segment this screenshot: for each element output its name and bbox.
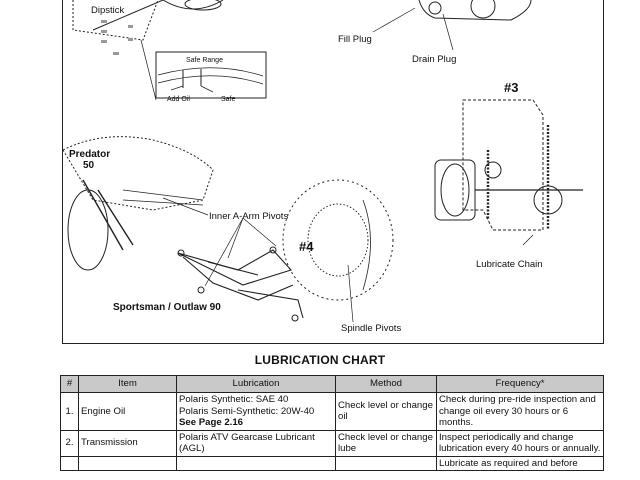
drain-plug-label: Drain Plug [412,54,457,65]
row-item: Engine Oil [78,392,177,431]
predator-label: Predator [69,149,111,160]
header-frequency: Frequency* [436,375,604,393]
page-reference: See Page 2.16 [179,417,244,428]
safe-range-label: Safe Range [186,57,223,64]
add-oil-label: Add Oil [167,96,190,103]
row-lubrication [176,455,336,471]
row-item [78,455,177,471]
header-number: # [60,375,79,393]
lubrication-points-drawing [63,0,583,323]
fill-plug-label: Fill Plug [338,34,372,45]
lubricate-chain-label: Lubricate Chain [476,259,543,270]
callout-4: #4 [299,239,314,254]
predator-number-label: 50 [83,160,95,171]
header-method: Method [335,375,437,393]
header-item: Item [78,375,177,393]
inner-a-arm-pivots-label: Inner A-Arm Pivots [209,211,289,222]
lubrication-table: # Item Lubrication Method Frequency* 1. … [60,375,604,471]
spindle-pivots-label: Spindle Pivots [341,323,402,334]
row-lubrication: Polaris ATV Gearcase Lubricant (AGL) [176,429,336,457]
row-method: Check level or change lube [335,429,437,457]
dipstick-label: Dipstick [91,5,125,16]
sportsman-outlaw-label: Sportsman / Outlaw 90 [113,302,221,313]
row-lubrication: Polaris Synthetic: SAE 40 Polaris Semi-S… [176,392,336,431]
row-frequency: Inspect periodically and change lubricat… [436,429,604,457]
table-row: Lubricate as required and before [60,455,604,471]
header-lubrication: Lubrication [176,375,336,393]
callout-3: #3 [504,80,519,95]
illustration-panel: Dipstick Safe Range Add Oil Safe Fill Pl… [62,0,604,344]
table-row: 1. Engine Oil Polaris Synthetic: SAE 40 … [60,392,604,431]
row-frequency: Check during pre-ride inspection and cha… [436,392,604,431]
row-method: Check level or change oil [335,392,437,431]
table-row: 2. Transmission Polaris ATV Gearcase Lub… [60,429,604,457]
row-frequency: Lubricate as required and before [436,455,604,471]
row-number: 1. [60,392,79,431]
lubrication-chart-title: LUBRICATION CHART [254,353,386,367]
row-number: 2. [60,429,79,457]
row-number [60,455,79,471]
table-header-row: # Item Lubrication Method Frequency* [60,375,604,393]
row-item: Transmission [78,429,177,457]
lubrication-line: Polaris Semi-Synthetic: 20W-40 [179,405,315,417]
safe-label: Safe [221,96,236,103]
lubrication-line: Polaris Synthetic: SAE 40 [179,394,289,405]
row-method [335,455,437,471]
